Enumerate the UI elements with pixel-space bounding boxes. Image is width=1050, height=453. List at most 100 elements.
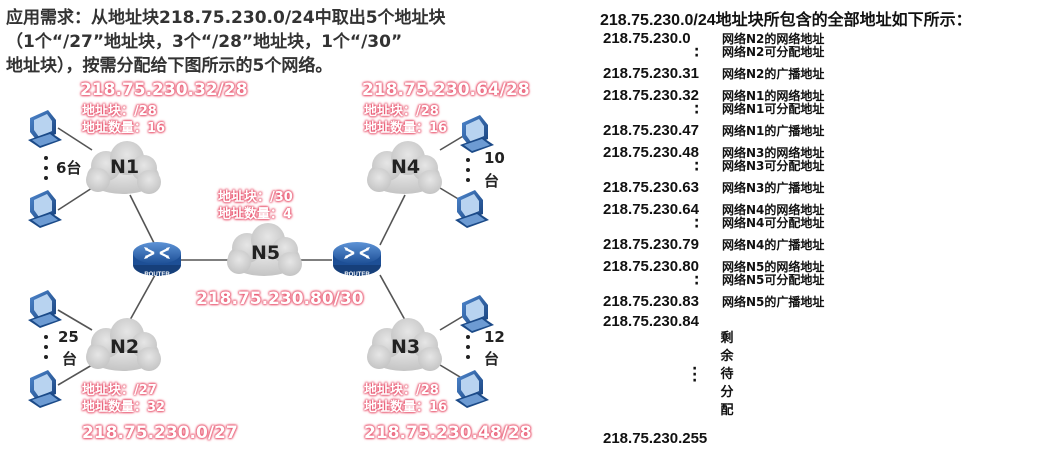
ellipsis-dot — [44, 355, 48, 359]
computer-icon — [28, 190, 62, 228]
requirement-line-3: 地址块），按需分配给下图所示的5个网络。 — [6, 56, 333, 76]
requirement-text: 应用需求：从地址块218.75.230.0/24中取出5个地址块 （1个“/27… — [6, 6, 526, 78]
ellipsis-dot — [466, 345, 470, 349]
computer-icon — [455, 190, 489, 228]
router-icon-left — [131, 240, 183, 278]
link-pc-n2-bottom — [57, 364, 93, 386]
computer-icon — [455, 370, 489, 408]
ellipsis-remaining: ··· — [692, 361, 698, 389]
address-row-description: 网络N1的广播地址 — [722, 124, 825, 138]
count-n3: 地址数量：16 — [364, 400, 448, 415]
computer-icon — [28, 110, 62, 148]
count-n5: 地址数量：4 — [218, 207, 293, 222]
router-icon-right — [331, 240, 383, 278]
count-n1: 地址数量：16 — [82, 121, 166, 136]
address-row-value: 218.75.230.64 — [603, 201, 699, 218]
address-row-description: 网络N3的广播地址 — [722, 181, 825, 195]
block-n3: 地址块：/28 — [364, 383, 439, 398]
remaining-char: 分 — [720, 385, 734, 400]
ellipsis-dot — [466, 168, 470, 172]
ellipsis-dot — [44, 176, 48, 180]
count-n2: 地址数量：32 — [82, 400, 166, 415]
address-row-value: 218.75.230.80 — [603, 258, 699, 275]
address-row-value: 218.75.230.83 — [603, 293, 699, 310]
address-row-description: 网络N5的广播地址 — [722, 295, 825, 309]
link-pc-n1-top — [57, 127, 93, 151]
ellipsis-dot — [466, 355, 470, 359]
address-row-value: 218.75.230.32 — [603, 87, 699, 104]
host-count-n2-unit: 台 — [62, 350, 78, 368]
cidr-n5: 218.75.230.80/30 — [196, 289, 364, 309]
address-row-description: 网络N5的网络地址 — [722, 260, 825, 274]
ellipsis-dot — [44, 345, 48, 349]
address-row-description: 网络N4的广播地址 — [722, 238, 825, 252]
block-n1: 地址块：/28 — [82, 104, 157, 119]
address-row-value: 218.75.230.79 — [603, 236, 699, 253]
host-count-n1: 6台 — [56, 159, 82, 177]
remaining-label: 剩余待分配 — [719, 330, 735, 420]
block-n2: 地址块：/27 — [82, 383, 157, 398]
address-row-value: 218.75.230.31 — [603, 65, 699, 82]
link-n1-router — [129, 194, 156, 246]
host-count-n4-unit: 台 — [484, 172, 500, 190]
network-label-n3: N3 — [391, 336, 421, 358]
network-topology: ROUTER ROUTER — [28, 110, 494, 408]
host-count-n4-number: 10 — [484, 149, 505, 167]
network-label-n1: N1 — [110, 156, 140, 178]
remaining-char: 配 — [720, 403, 734, 418]
router-label-right: ROUTER — [344, 272, 370, 278]
network-label-n4: N4 — [391, 156, 421, 178]
network-label-n2: N2 — [110, 336, 140, 358]
link-router-n4 — [379, 194, 406, 246]
address-row-value: 218.75.230.48 — [603, 144, 699, 161]
address-row-value: 218.75.230.63 — [603, 179, 699, 196]
host-count-n2-number: 25 — [58, 328, 79, 346]
address-row-assignable: 网络N5可分配地址 — [722, 273, 825, 287]
ellipsis-dot — [44, 156, 48, 160]
block-n4: 地址块：/28 — [364, 104, 439, 119]
requirement-line-1: 应用需求：从地址块218.75.230.0/24中取出5个地址块 — [6, 8, 446, 28]
address-255: 218.75.230.255 — [603, 430, 708, 447]
ellipsis-dot — [44, 166, 48, 170]
host-count-n3-number: 12 — [484, 328, 505, 346]
network-label-n5: N5 — [251, 242, 281, 264]
ellipsis-icon: ·· — [694, 270, 700, 292]
address-row-description: 网络N2的广播地址 — [722, 67, 825, 81]
cidr-n1: 218.75.230.32/28 — [80, 80, 248, 100]
requirement-line-2: （1个“/27”地址块，3个“/28”地址块，1个“/30” — [6, 32, 403, 52]
link-pc-n2-top — [57, 309, 93, 331]
block-n5: 地址块：/30 — [218, 190, 293, 205]
ellipsis-dot — [466, 178, 470, 182]
cidr-n2: 218.75.230.0/27 — [82, 423, 238, 443]
ellipsis-icon: ·· — [694, 213, 700, 235]
address-row-assignable: 网络N3可分配地址 — [722, 159, 825, 173]
address-table-title-cidr: 218.75.230.0/24 — [600, 12, 716, 29]
remaining-char: 余 — [720, 349, 734, 364]
ellipsis-icon: ·· — [694, 42, 700, 64]
address-row-description: 网络N1的网络地址 — [722, 89, 825, 103]
address-row-description: 网络N2的网络地址 — [722, 32, 825, 46]
address-row-description: 网络N3的网络地址 — [722, 146, 825, 160]
host-count-n3-unit: 台 — [484, 350, 500, 368]
ellipsis-dot — [466, 158, 470, 162]
address-table-title: 218.75.230.0/24地址块所包含的全部地址如下所示： — [600, 6, 972, 30]
ellipsis-dot — [44, 335, 48, 339]
ellipsis-dot — [466, 335, 470, 339]
computer-icon — [28, 370, 62, 408]
link-router-n3 — [379, 274, 406, 321]
address-table-title-text: 地址块所包含的全部地址如下所示： — [715, 10, 972, 29]
address-row-description: 网络N4的网络地址 — [722, 203, 825, 217]
remaining-char: 剩 — [720, 331, 734, 346]
link-router-n2 — [129, 274, 156, 321]
address-84: 218.75.230.84 — [603, 313, 699, 330]
address-row-value: 218.75.230.0 — [603, 30, 691, 47]
ellipsis-icon: ·· — [694, 99, 700, 121]
computer-icon — [28, 290, 62, 328]
link-pc-n1-bottom — [57, 187, 93, 211]
count-n4: 地址数量：16 — [364, 121, 448, 136]
address-row-assignable: 网络N1可分配地址 — [722, 102, 825, 116]
address-row-assignable: 网络N2可分配地址 — [722, 45, 825, 59]
cidr-n4: 218.75.230.64/28 — [362, 80, 530, 100]
router-label-left: ROUTER — [144, 272, 170, 278]
address-row-value: 218.75.230.47 — [603, 122, 699, 139]
